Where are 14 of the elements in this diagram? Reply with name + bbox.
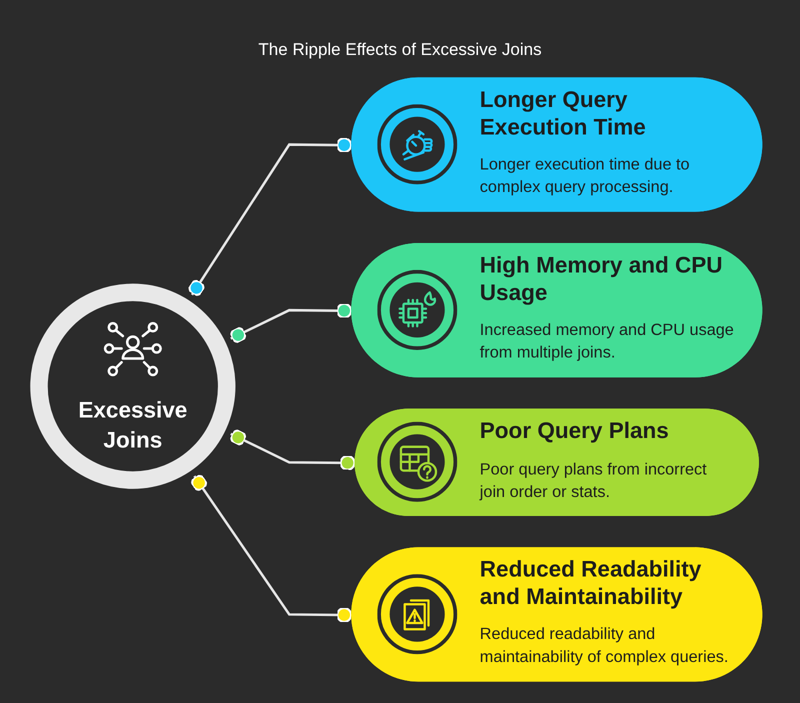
topic-description: Longer execution time due to complex query processing. xyxy=(479,154,690,198)
topic-heading: Longer Query Execution Time xyxy=(479,86,647,141)
topic-description: Reduced readability and maintainability of complex queries. xyxy=(479,623,730,668)
connector-line xyxy=(230,302,352,343)
connector-line xyxy=(188,137,352,296)
topic-description: Increased memory and CPU usage from multiple joins. xyxy=(479,319,735,364)
topic-heading: Reduced Readability and Maintainability xyxy=(479,556,702,611)
diagram-title: The Ripple Effects of Excessive Joins xyxy=(258,40,542,60)
topic-heading: Poor Query Plans xyxy=(479,418,668,446)
topic-heading: High Memory and CPU Usage xyxy=(479,252,724,306)
connector-line xyxy=(190,474,352,623)
hub-label: Excessive Joins xyxy=(77,396,188,455)
connector-line xyxy=(230,430,356,471)
topic-description: Poor query plans from incorrect join order or stats. xyxy=(479,458,708,502)
